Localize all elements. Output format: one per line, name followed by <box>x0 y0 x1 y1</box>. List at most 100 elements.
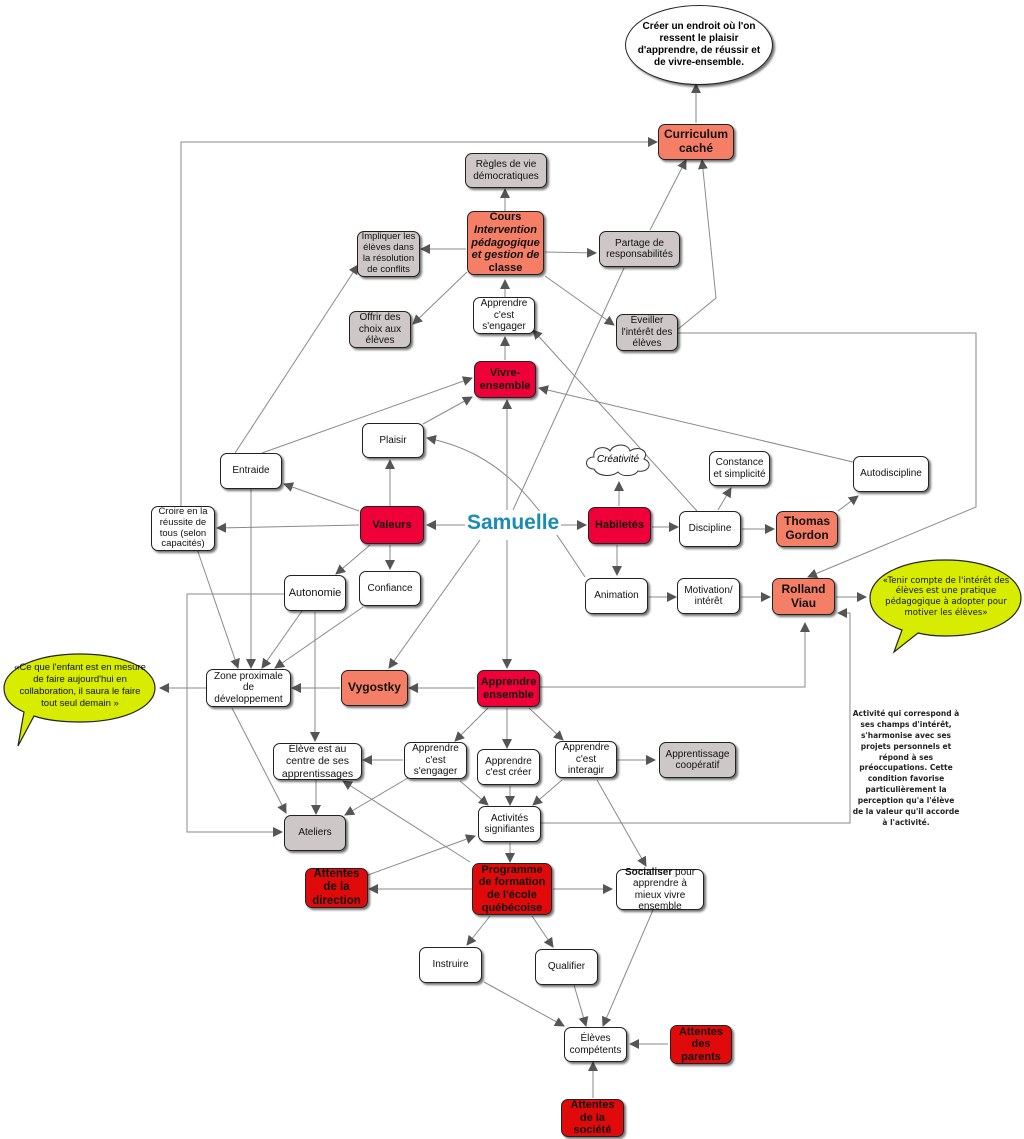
node-eleve-centre[interactable]: Élève est au centre de ses apprentissage… <box>273 743 362 780</box>
node-vygostky[interactable]: Vygostky <box>341 670 408 706</box>
node-label: Motivation/ intérêt <box>684 584 733 608</box>
quote-viau: «Tenir compte de l'intérêt des élèves es… <box>882 575 1010 618</box>
node-valeurs[interactable]: Valeurs <box>360 506 424 544</box>
node-motivation[interactable]: Motivation/ intérêt <box>677 578 740 614</box>
node-rolland-viau[interactable]: Rolland Viau <box>772 578 835 615</box>
node-regles-de-vie[interactable]: Règles de vie démocratiques <box>465 153 547 188</box>
cours-title: Cours <box>489 211 522 224</box>
edge <box>426 434 586 578</box>
node-apprendre-engager-bottom[interactable]: Apprendre c'est s'engager <box>404 742 467 779</box>
node-instruire[interactable]: Instruire <box>419 947 482 983</box>
node-entraide[interactable]: Entraide <box>220 453 282 489</box>
node-creativite[interactable]: Créativité <box>582 441 654 477</box>
edge <box>649 159 687 231</box>
node-label: Rolland Viau <box>781 581 826 610</box>
node-eveiller[interactable]: Éveiller l'intérêt des élèves <box>616 314 678 351</box>
edge <box>596 779 647 867</box>
edge <box>216 522 360 533</box>
node-label: Autonomie <box>288 586 342 599</box>
node-apprendre-ensemble[interactable]: Apprendre ensemble <box>477 670 540 707</box>
node-label: Attentes des parents <box>678 1025 723 1063</box>
node-label: Apprendre c'est s'engager <box>412 743 459 778</box>
node-autodiscipline[interactable]: Autodiscipline <box>853 456 929 492</box>
edge <box>532 779 563 806</box>
node-label: Croire en la réussite de tous (selon cap… <box>158 505 208 550</box>
node-label: Programme de formation de l'école québéc… <box>478 863 546 914</box>
node-attentes-parents[interactable]: Attentes des parents <box>670 1025 732 1064</box>
node-label: Partage de responsabilités <box>606 237 673 261</box>
node-apprendre-creer[interactable]: Apprendre c'est créer <box>477 749 540 785</box>
node-curriculum-cache[interactable]: Curriculum caché <box>658 124 734 160</box>
node-label: Ateliers <box>298 827 332 839</box>
node-offrir-choix[interactable]: Offrir des choix aux élèves <box>349 311 411 348</box>
edge <box>677 332 977 579</box>
node-qualifier[interactable]: Qualifier <box>535 949 598 985</box>
node-eleves-competents[interactable]: Élèves compétents <box>564 1027 627 1062</box>
socialiser-bold: Socialiser <box>624 866 673 878</box>
socialiser-rest: pour apprendre à mieux vivre ensemble <box>633 866 696 913</box>
node-partage[interactable]: Partage de responsabilités <box>599 231 680 267</box>
node-label: Éveiller l'intérêt des élèves <box>621 315 673 350</box>
node-vivre-ensemble[interactable]: Vivre-ensemble <box>474 361 536 398</box>
node-zone-proximale[interactable]: Zone proximale de développement <box>206 669 291 707</box>
node-label: Socialiser pour apprendre à mieux vivre … <box>619 867 701 913</box>
goal-ellipse[interactable]: Créer un endroit où l'on ressent le plai… <box>625 5 773 85</box>
node-label: Zone proximale de développement <box>214 670 283 705</box>
node-ateliers[interactable]: Ateliers <box>284 815 346 851</box>
node-label: Plaisir <box>379 434 407 446</box>
edge <box>573 984 589 1027</box>
node-label: Instruire <box>432 959 469 971</box>
edge <box>335 544 371 575</box>
edge <box>512 267 625 511</box>
edge <box>544 247 597 258</box>
node-label: Apprendre c'est interagir <box>562 742 610 777</box>
edge <box>261 376 473 454</box>
node-croire-reussite[interactable]: Croire en la réussite de tous (selon cap… <box>151 506 215 551</box>
node-programme-formation[interactable]: Programme de formation de l'école québéc… <box>472 863 552 915</box>
edge <box>528 707 564 741</box>
node-confiance[interactable]: Confiance <box>359 571 421 606</box>
node-label: Thomas Gordon <box>783 514 830 542</box>
node-animation[interactable]: Animation <box>585 578 648 614</box>
node-label: Vivre-ensemble <box>479 366 531 392</box>
node-impliquer[interactable]: Impliquer les élèves dans la résolution … <box>357 231 420 277</box>
edge <box>388 539 481 669</box>
node-label: Animation <box>594 590 639 602</box>
node-apprentissage-cooperatif[interactable]: Apprentissage coopératif <box>659 742 736 778</box>
node-constance[interactable]: Constance et simplicité <box>709 451 770 486</box>
edge <box>367 834 476 876</box>
edge <box>676 159 717 331</box>
node-label: Apprentissage coopératif <box>665 748 730 772</box>
node-label: Discipline <box>688 523 732 535</box>
speech-bubble-viau-shape <box>869 559 1022 654</box>
node-habiletes[interactable]: Habiletés <box>588 507 651 544</box>
node-socialiser[interactable]: Socialiser pour apprendre à mieux vivre … <box>616 867 704 913</box>
node-autonomie[interactable]: Autonomie <box>284 575 346 611</box>
node-thomas-gordon[interactable]: Thomas Gordon <box>776 511 838 547</box>
node-label: Apprendre c'est s'engager <box>480 298 528 333</box>
node-apprendre-interagir[interactable]: Apprendre c'est interagir <box>555 741 617 778</box>
cours-end: classe <box>488 261 523 274</box>
node-apprendre-engager-top[interactable]: Apprendre c'est s'engager <box>473 297 535 334</box>
edge <box>234 264 359 454</box>
edge <box>454 707 489 742</box>
edge <box>344 777 409 816</box>
node-cours[interactable]: Cours Intervention pédagogique et gestio… <box>467 211 544 275</box>
edge <box>538 385 854 463</box>
node-label: Confiance <box>367 582 413 594</box>
node-activites-signifiantes[interactable]: Activités signifiantes <box>478 806 541 842</box>
edge <box>837 495 859 512</box>
node-label: Activités signifiantes <box>484 812 535 836</box>
node-discipline[interactable]: Discipline <box>679 511 741 547</box>
node-label: Apprendre c'est créer <box>485 755 532 779</box>
edge <box>180 137 658 506</box>
node-attentes-societe[interactable]: Attentes de la société <box>561 1099 624 1137</box>
node-label: Impliquer les élèves dans la résolution … <box>361 231 416 275</box>
node-label: Apprendre ensemble <box>480 675 537 701</box>
edge <box>261 610 303 669</box>
node-label: Créativité <box>596 453 640 465</box>
node-label: Autodiscipline <box>860 468 922 480</box>
node-plaisir[interactable]: Plaisir <box>362 423 424 458</box>
node-attentes-direction[interactable]: Attentes de la direction <box>305 868 368 908</box>
